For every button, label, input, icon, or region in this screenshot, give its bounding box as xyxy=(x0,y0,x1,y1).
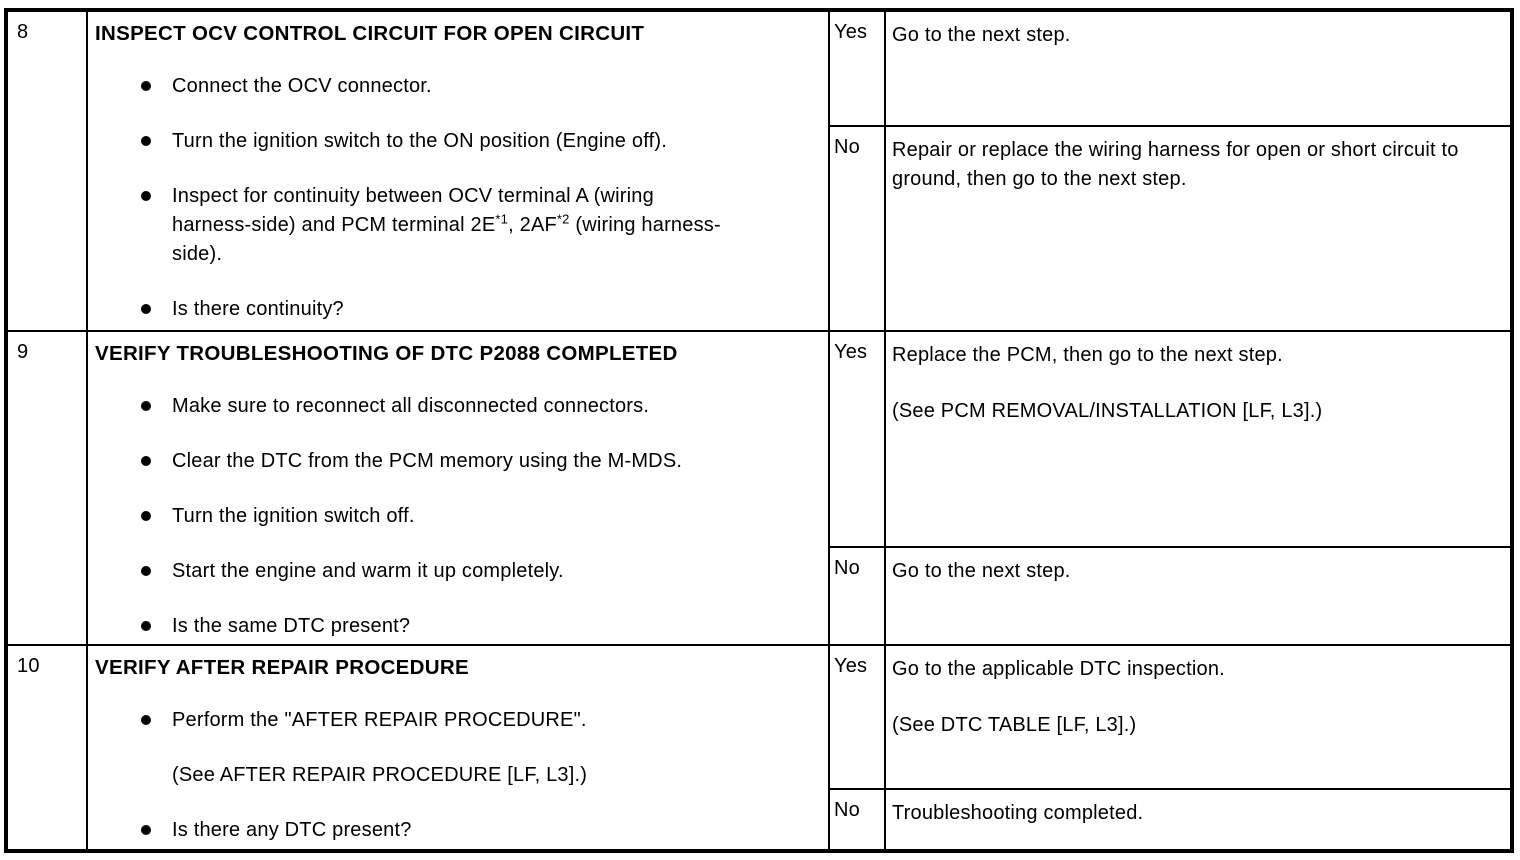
bullet-icon xyxy=(141,511,151,521)
bullet-item: Connect the OCV connector. xyxy=(95,72,828,101)
footnote-marker: *1 xyxy=(495,211,509,227)
no-label-cell: No xyxy=(830,127,884,330)
yes-label-cell: Yes xyxy=(830,12,884,125)
bullet-icon xyxy=(141,825,151,835)
action-title: VERIFY AFTER REPAIR PROCEDURE xyxy=(95,656,469,679)
yes-label-cell: Yes xyxy=(830,646,884,788)
yes-result-cell: Go to the next step. xyxy=(886,12,1510,125)
bullet-icon xyxy=(141,715,151,725)
bullet-text: Is there any DTC present? xyxy=(172,819,412,841)
action-title: VERIFY TROUBLESHOOTING OF DTC P2088 COMP… xyxy=(95,342,678,365)
no-label-cell: No xyxy=(830,790,884,849)
action-cell: VERIFY TROUBLESHOOTING OF DTC P2088 COMP… xyxy=(88,332,828,644)
no-label-cell: No xyxy=(830,548,884,644)
yes-result-cell: Replace the PCM, then go to the next ste… xyxy=(886,332,1510,546)
result-text: Repair or replace the wiring harness for… xyxy=(892,139,1459,190)
result-text: Go to the next step. xyxy=(892,560,1071,582)
step-row-9: 9 VERIFY TROUBLESHOOTING OF DTC P2088 CO… xyxy=(8,332,1510,644)
bullet-icon xyxy=(141,304,151,314)
bullet-text: Inspect for continuity between OCV termi… xyxy=(172,182,732,269)
bullet-icon xyxy=(141,456,151,466)
bullet-text-segment: Inspect for continuity between OCV termi… xyxy=(172,185,654,236)
no-result-cell: Repair or replace the wiring harness for… xyxy=(886,127,1510,330)
bullet-note-reference: (See AFTER REPAIR PROCEDURE [LF, L3].) xyxy=(172,764,588,786)
bullet-icon xyxy=(141,81,151,91)
result-reference: (See DTC TABLE [LF, L3].) xyxy=(892,714,1137,736)
bullet-icon xyxy=(141,566,151,576)
bullet-icon xyxy=(141,136,151,146)
step-number: 8 xyxy=(8,12,86,330)
bullet-item: Perform the "AFTER REPAIR PROCEDURE". xyxy=(95,706,828,735)
bullet-text: Turn the ignition switch off. xyxy=(172,505,415,527)
yes-result-cell: Go to the applicable DTC inspection. (Se… xyxy=(886,646,1510,788)
result-text: Troubleshooting completed. xyxy=(892,802,1144,824)
action-title: INSPECT OCV CONTROL CIRCUIT FOR OPEN CIR… xyxy=(95,22,645,45)
no-result-cell: Go to the next step. xyxy=(886,548,1510,644)
bullet-item: Inspect for continuity between OCV termi… xyxy=(95,182,828,269)
bullet-text: Connect the OCV connector. xyxy=(172,75,432,97)
bullet-text: Make sure to reconnect all disconnected … xyxy=(172,395,650,417)
bullet-text: Start the engine and warm it up complete… xyxy=(172,560,564,582)
step-number: 10 xyxy=(8,646,86,849)
bullet-text-segment: (wiring harness-side). xyxy=(172,214,721,265)
bullet-text: Is the same DTC present? xyxy=(172,615,411,637)
bullet-item: Start the engine and warm it up complete… xyxy=(95,557,828,586)
bullet-text-segment: , 2AF xyxy=(508,214,557,236)
yes-label-cell: Yes xyxy=(830,332,884,546)
no-result-cell: Troubleshooting completed. xyxy=(886,790,1510,849)
result-reference: (See PCM REMOVAL/INSTALLATION [LF, L3].) xyxy=(892,400,1323,422)
action-cell: VERIFY AFTER REPAIR PROCEDURE Perform th… xyxy=(88,646,828,849)
footnote-marker: *2 xyxy=(556,211,570,227)
step-row-8: 8 INSPECT OCV CONTROL CIRCUIT FOR OPEN C… xyxy=(8,12,1510,330)
action-cell: INSPECT OCV CONTROL CIRCUIT FOR OPEN CIR… xyxy=(88,12,828,330)
bullet-text: Turn the ignition switch to the ON posit… xyxy=(172,130,667,152)
result-text: Go to the next step. xyxy=(892,24,1071,46)
bullet-item: Is the same DTC present? xyxy=(95,612,828,641)
bullet-item: Is there any DTC present? xyxy=(95,816,828,845)
troubleshooting-table: 8 INSPECT OCV CONTROL CIRCUIT FOR OPEN C… xyxy=(4,8,1514,853)
bullet-item: Clear the DTC from the PCM memory using … xyxy=(95,447,828,476)
bullet-item: Make sure to reconnect all disconnected … xyxy=(95,392,828,421)
bullet-icon xyxy=(141,401,151,411)
step-row-10: 10 VERIFY AFTER REPAIR PROCEDURE Perform… xyxy=(8,646,1510,849)
result-text: Replace the PCM, then go to the next ste… xyxy=(892,344,1283,366)
bullet-icon xyxy=(141,191,151,201)
bullet-text: Perform the "AFTER REPAIR PROCEDURE". xyxy=(172,709,587,731)
result-text: Go to the applicable DTC inspection. xyxy=(892,658,1225,680)
bullet-text: Clear the DTC from the PCM memory using … xyxy=(172,450,683,472)
bullet-text: Is there continuity? xyxy=(172,298,344,320)
step-number: 9 xyxy=(8,332,86,644)
bullet-icon xyxy=(141,621,151,631)
bullet-item: Turn the ignition switch to the ON posit… xyxy=(95,127,828,156)
bullet-item: Is there continuity? xyxy=(95,295,828,324)
bullet-item: Turn the ignition switch off. xyxy=(95,502,828,531)
